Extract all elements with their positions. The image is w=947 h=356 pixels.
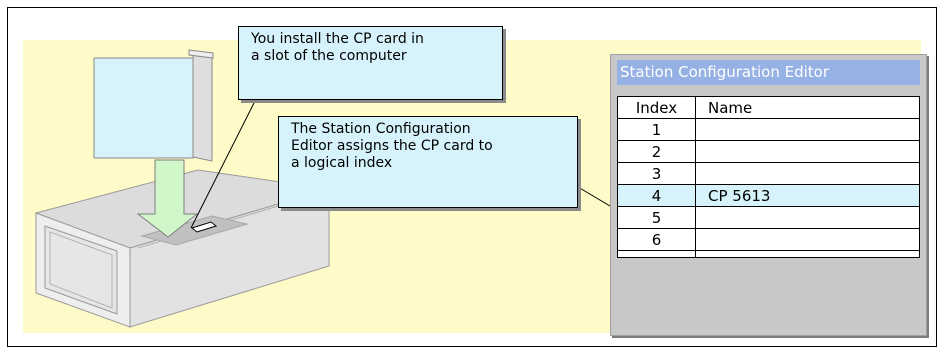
row-name: [695, 228, 920, 251]
table-header-row: Index Name: [617, 96, 920, 119]
station-configuration-editor: Station Configuration Editor Index Name …: [610, 54, 927, 336]
row-name: [695, 140, 920, 163]
row-index: 4: [617, 184, 696, 207]
index-table: Index Name 1 2 3 4 CP 5613 5: [617, 96, 920, 258]
column-header-name: Name: [695, 96, 920, 119]
card-slot: [190, 221, 218, 233]
row-index: 6: [617, 228, 696, 251]
row-name: [695, 206, 920, 229]
editor-title-bar: Station Configuration Editor: [617, 60, 920, 85]
row-index: 1: [617, 118, 696, 141]
row-name-empty: [695, 250, 920, 258]
table-row[interactable]: 1: [617, 118, 920, 141]
install-leader-line: [190, 98, 257, 229]
row-index-empty: [617, 250, 696, 258]
computer-case: [34, 169, 330, 328]
table-row[interactable]: 6: [617, 228, 920, 251]
table-row-partial: [617, 250, 920, 258]
row-index: 2: [617, 140, 696, 163]
insert-arrow: [136, 159, 199, 238]
table-row[interactable]: 3: [617, 162, 920, 185]
row-name: [695, 118, 920, 141]
row-name: [695, 162, 920, 185]
column-header-index: Index: [617, 96, 696, 119]
callout-install: You install the CP card in a slot of the…: [238, 26, 503, 100]
table-row[interactable]: 2: [617, 140, 920, 163]
callout-editor: The Station Configuration Editor assigns…: [278, 116, 578, 208]
row-index: 5: [617, 206, 696, 229]
row-name: CP 5613: [695, 184, 920, 207]
table-row-selected[interactable]: 4 CP 5613: [617, 184, 920, 207]
row-index: 3: [617, 162, 696, 185]
table-row[interactable]: 5: [617, 206, 920, 229]
cp-card: [93, 49, 214, 162]
